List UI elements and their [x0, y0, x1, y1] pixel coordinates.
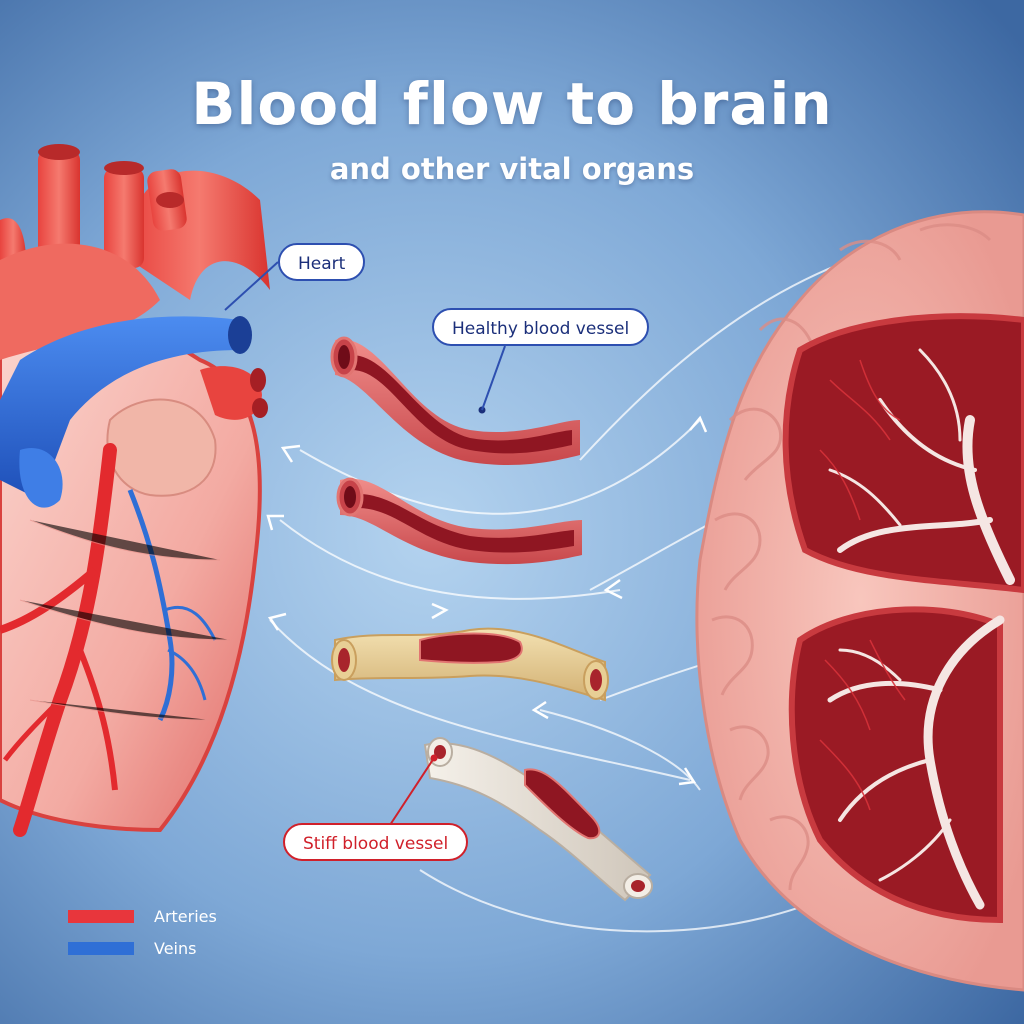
plaque-vessel — [331, 627, 609, 702]
legend-swatch-veins — [68, 941, 134, 955]
stiff-pointer — [389, 757, 435, 826]
page-title: Blood flow to brain — [191, 70, 833, 138]
stiff-vessel — [423, 737, 653, 902]
legend-swatch-arteries — [68, 909, 134, 923]
legend-item-arteries: Arteries — [68, 906, 217, 926]
healthy-vessel-label: Healthy blood vessel — [432, 308, 650, 346]
heart-label: Heart — [278, 243, 366, 281]
heart-pointer — [224, 261, 279, 311]
legend-label-veins: Veins — [154, 938, 197, 958]
page-subtitle: and other vital organs — [329, 152, 695, 186]
legend-label-arteries: Arteries — [154, 906, 217, 926]
heart-illustration — [0, 144, 270, 837]
flow-arrowheads — [266, 415, 708, 786]
stiff-vessel-label: Stiff blood vessel — [283, 823, 469, 861]
healthy-pointer — [481, 345, 506, 411]
legend-item-veins: Veins — [68, 938, 196, 958]
healthy-vessel-1 — [330, 336, 580, 465]
brain-illustration — [695, 210, 1024, 992]
healthy-vessel-2 — [336, 477, 582, 565]
